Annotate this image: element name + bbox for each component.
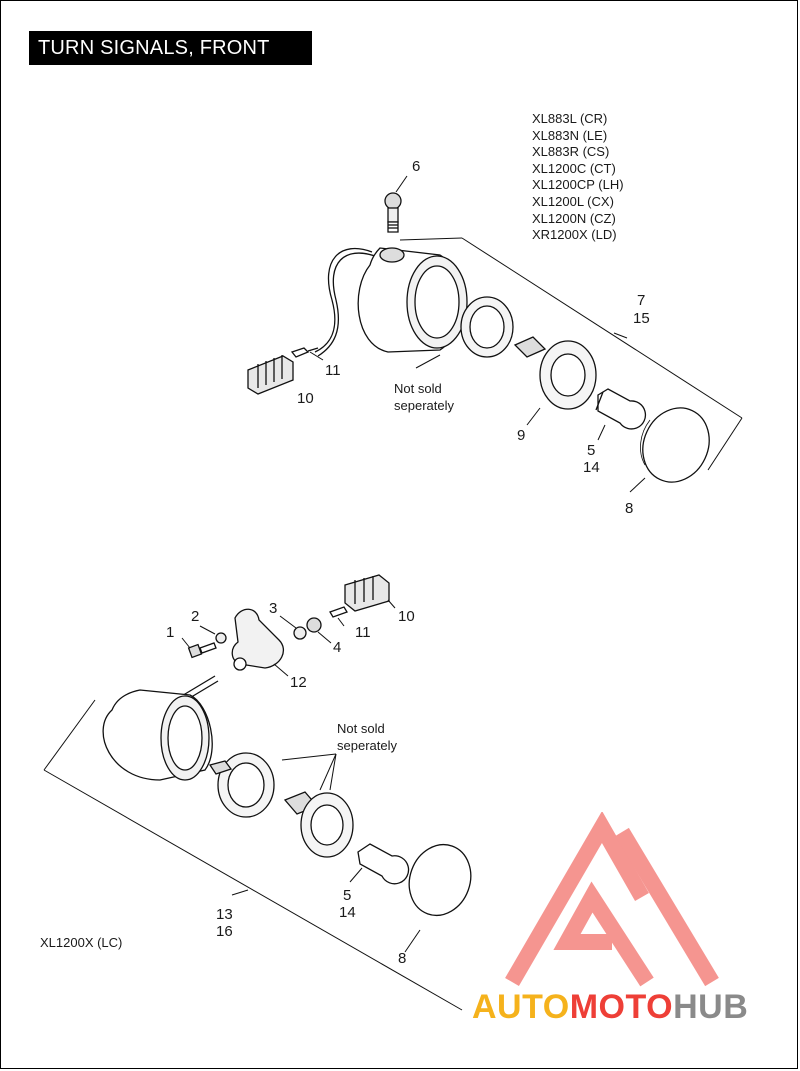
callout-5-lower: 5	[343, 887, 352, 904]
terminal-11-lower	[329, 606, 348, 618]
callout-1: 1	[166, 624, 175, 641]
model-item: XL883L (CR)	[532, 111, 608, 126]
model-item: XL1200CP (LH)	[532, 177, 624, 193]
lower-model-label: XL1200X (LC)	[40, 935, 123, 950]
note-line: seperately	[337, 738, 397, 753]
not-sold-note-upper: Not sold seperately	[394, 380, 454, 414]
upper-bracket-lines	[399, 237, 743, 471]
model-item: XL883N (LE)	[532, 127, 608, 143]
callout-4: 4	[333, 639, 342, 656]
callout-12: 12	[290, 674, 307, 691]
connector-10-lower	[344, 574, 390, 612]
bolt-1	[187, 642, 217, 659]
washer-2	[215, 632, 227, 644]
housing-upper	[357, 247, 468, 353]
bulb-5-upper	[595, 388, 647, 430]
callout-14-lower: 14	[339, 904, 356, 921]
callout-9: 9	[517, 427, 526, 444]
socket-9-upper	[513, 336, 597, 410]
not-sold-note-lower: Not sold seperately	[337, 720, 397, 754]
lower-bracket-lines	[43, 699, 463, 1011]
callout-11-lower: 11	[355, 624, 371, 641]
lens-8-upper	[640, 407, 710, 483]
washer-3	[293, 626, 307, 640]
callout-10-lower: 10	[398, 608, 415, 625]
connector-10-upper	[247, 355, 294, 395]
callout-8: 8	[625, 500, 634, 517]
note-line: Not sold	[337, 721, 385, 736]
callout-6: 6	[412, 158, 421, 175]
wordmark-auto: AUTO	[472, 988, 570, 1026]
gasket-upper	[460, 296, 514, 358]
automotohub-logo-icon	[505, 812, 719, 987]
stud-6	[384, 192, 402, 233]
nut-4	[306, 617, 322, 633]
model-item: XL1200L (CX)	[532, 193, 614, 209]
wordmark-hub: HUB	[673, 988, 749, 1026]
callout-10: 10	[297, 390, 314, 407]
bulb-5-lower	[357, 843, 410, 885]
model-item: XR1200X (LD)	[532, 227, 617, 243]
note-line: seperately	[394, 398, 454, 413]
upper-model-list: XL883L (CR) XL883N (LE) XL883R (CS) XL12…	[532, 111, 624, 244]
model-item: XL1200C (CT)	[532, 160, 616, 176]
callout-16: 16	[216, 923, 233, 940]
callout-14: 14	[583, 459, 600, 476]
callout-5: 5	[587, 442, 596, 459]
housing-lower	[102, 689, 213, 781]
callout-7: 7	[637, 292, 646, 309]
callout-8-lower: 8	[398, 950, 407, 967]
mount-12	[231, 608, 284, 671]
note-line: Not sold	[394, 381, 442, 396]
callout-15: 15	[633, 310, 650, 327]
terminal-11-upper	[290, 347, 319, 358]
callout-2: 2	[191, 608, 200, 625]
socket-lower	[283, 791, 354, 858]
page-title: TURN SIGNALS, FRONT	[29, 31, 312, 65]
lens-8-lower	[408, 843, 472, 917]
callout-3: 3	[269, 600, 278, 617]
callout-13: 13	[216, 906, 233, 923]
upper-wire	[314, 247, 373, 353]
automotohub-wordmark: AUTOMOTOHUB	[472, 988, 748, 1027]
model-item: XL1200N (CZ)	[532, 210, 616, 226]
model-item: XL883R (CS)	[532, 144, 610, 160]
gasket-lower	[208, 752, 275, 818]
callout-11: 11	[325, 362, 341, 379]
wordmark-moto: MOTO	[569, 988, 674, 1026]
